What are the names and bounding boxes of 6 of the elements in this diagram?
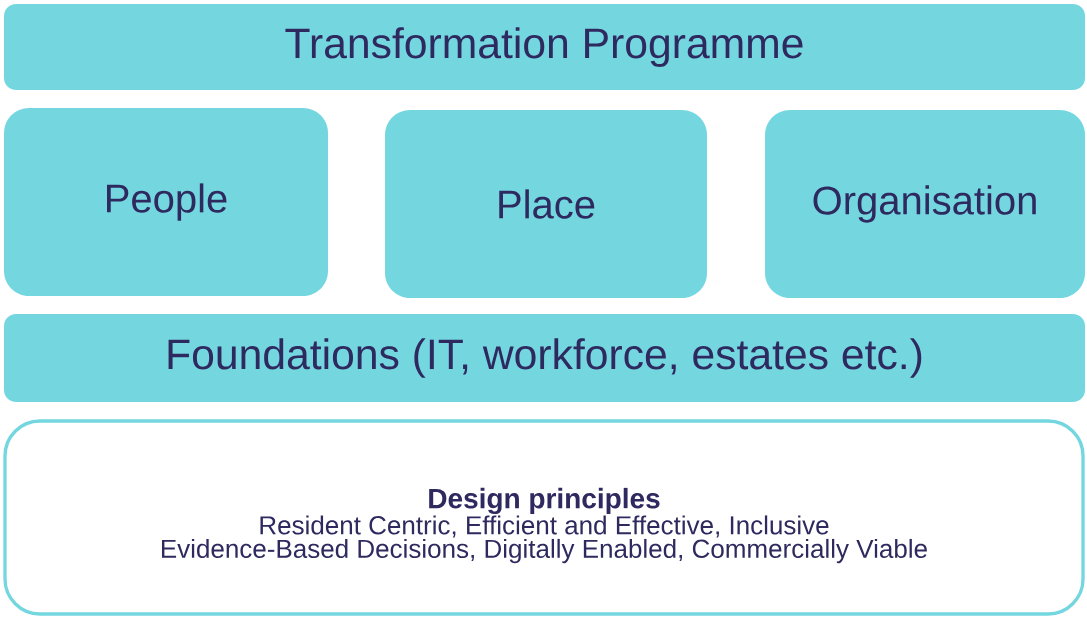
rounded-box: People xyxy=(4,108,328,296)
rounded-box: Organisation xyxy=(765,110,1085,298)
banner: Transformation Programme xyxy=(4,4,1085,90)
rounded-box: Place xyxy=(385,110,707,298)
text-panel: Design principles Resident Centric, Efficient and Effective, Inclusive Evidence-Based Decisions, Digitally Enabled, Commercially Viable xyxy=(3,419,1085,616)
banner: Foundations (IT, workforce, estates etc.) xyxy=(4,314,1085,402)
